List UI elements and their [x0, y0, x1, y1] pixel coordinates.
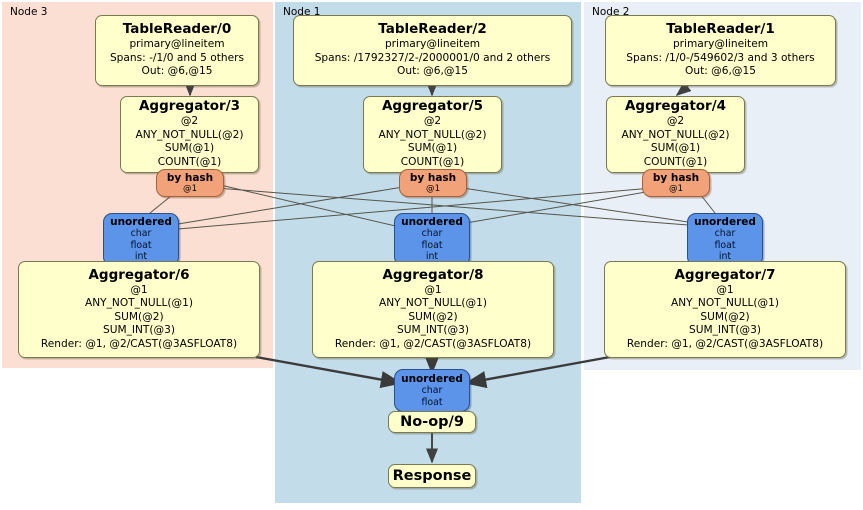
node-detail-line: ANY_NOT_NULL(@1): [378, 297, 488, 310]
node-detail-line: Render: @1, @2/CAST(@3ASFLOAT8): [40, 337, 238, 350]
node-detail-line: @1: [424, 283, 442, 296]
node-aggregator-4[interactable]: Aggregator/4 @2 ANY_NOT_NULL(@2) SUM(@1)…: [606, 96, 745, 173]
node-no-op-9[interactable]: No-op/9: [388, 411, 476, 433]
node-title: TableReader/1: [666, 21, 775, 38]
node-title: No-op/9: [400, 413, 464, 430]
node-title: TableReader/0: [122, 21, 232, 38]
node-detail-line: SUM_INT(@3): [102, 324, 176, 337]
node-detail-line: Spans: /1/0-/549602/3 and 3 others: [626, 51, 815, 64]
node-detail-line: float: [130, 239, 152, 251]
node-detail-line: Spans: -/1/0 and 5 others: [109, 51, 245, 64]
node-detail-line: Out: @6,@15: [141, 65, 213, 78]
node-detail-line: ANY_NOT_NULL(@2): [378, 128, 487, 141]
node-aggregator-6[interactable]: Aggregator/6 @1 ANY_NOT_NULL(@1) SUM(@2)…: [18, 261, 260, 358]
node-title: unordered: [694, 215, 756, 228]
node-title: TableReader/2: [378, 21, 487, 38]
node-detail-line: SUM_INT(@3): [688, 324, 762, 337]
node-aggregator-8[interactable]: Aggregator/8 @1 ANY_NOT_NULL(@1) SUM(@2)…: [312, 261, 554, 358]
node-detail-line: @2: [423, 115, 442, 128]
node-detail-line: @1: [716, 283, 734, 296]
node-detail-line: primary@lineitem: [672, 38, 769, 51]
node-router-by-hash-right[interactable]: by hash @1: [642, 169, 710, 197]
node-detail-line: float: [714, 239, 736, 251]
node-detail-line: ANY_NOT_NULL(@2): [135, 128, 244, 141]
panel-node-3-label: Node 3: [10, 6, 48, 18]
node-detail-line: Render: @1, @2/CAST(@3ASFLOAT8): [626, 337, 824, 350]
node-detail-line: int: [425, 251, 439, 263]
node-router-by-hash-center[interactable]: by hash @1: [399, 169, 467, 197]
node-detail-line: @2: [180, 115, 199, 128]
node-detail-line: SUM(@1): [164, 142, 215, 155]
node-tablereader-1[interactable]: TableReader/1 primary@lineitem Spans: /1…: [605, 15, 836, 86]
node-detail-line: int: [718, 251, 732, 263]
node-tablereader-2[interactable]: TableReader/2 primary@lineitem Spans: /1…: [293, 15, 572, 86]
node-detail-line: SUM(@2): [700, 310, 750, 323]
node-detail-line: SUM_INT(@3): [396, 324, 470, 337]
node-detail-line: float: [421, 239, 443, 251]
node-title: Aggregator/5: [381, 98, 484, 115]
node-synchronizer-unordered-left[interactable]: unordered char float int: [103, 213, 179, 266]
node-detail-line: char: [421, 227, 443, 239]
node-detail-line: SUM(@2): [408, 310, 458, 323]
node-router-by-hash-left[interactable]: by hash @1: [156, 169, 224, 197]
node-detail-line: char: [130, 227, 152, 239]
node-detail-line: primary@lineitem: [384, 38, 481, 51]
node-detail-line: float: [421, 396, 443, 408]
node-detail-line: SUM(@1): [407, 142, 458, 155]
node-detail-line: int: [134, 251, 148, 263]
node-title: unordered: [401, 215, 463, 228]
node-title: by hash: [409, 171, 457, 184]
node-detail-line: ANY_NOT_NULL(@1): [670, 297, 780, 310]
node-detail-line: ANY_NOT_NULL(@2): [621, 128, 730, 141]
node-title: unordered: [110, 215, 172, 228]
node-title: Aggregator/6: [88, 266, 190, 283]
node-title: by hash: [166, 171, 214, 184]
node-response[interactable]: Response: [388, 464, 476, 488]
node-detail-line: Spans: /1792327/2-/2000001/0 and 2 other…: [314, 51, 551, 64]
node-synchronizer-unordered-right[interactable]: unordered char float int: [687, 213, 763, 266]
node-detail-line: Out: @6,@15: [397, 65, 468, 78]
node-detail-line: COUNT(@1): [400, 156, 465, 168]
node-synchronizer-unordered-final[interactable]: unordered char float: [394, 369, 470, 412]
node-detail-line: @1: [130, 283, 148, 296]
node-title: Response: [392, 467, 472, 484]
node-tablereader-0[interactable]: TableReader/0 primary@lineitem Spans: -/…: [95, 15, 259, 86]
node-aggregator-7[interactable]: Aggregator/7 @1 ANY_NOT_NULL(@1) SUM(@2)…: [604, 261, 846, 358]
node-detail-line: Out: @6,@15: [685, 65, 756, 78]
node-detail-line: @1: [182, 183, 198, 194]
node-detail-line: char: [421, 384, 443, 396]
node-title: Aggregator/4: [624, 98, 727, 115]
node-detail-line: COUNT(@1): [157, 156, 222, 168]
node-detail-line: @1: [425, 183, 441, 194]
node-title: unordered: [401, 372, 463, 385]
node-detail-line: SUM(@2): [114, 310, 164, 323]
node-detail-line: SUM(@1): [650, 142, 701, 155]
node-detail-line: @1: [668, 183, 684, 194]
node-title: by hash: [652, 171, 700, 184]
node-aggregator-3[interactable]: Aggregator/3 @2 ANY_NOT_NULL(@2) SUM(@1)…: [120, 96, 259, 173]
node-detail-line: char: [714, 227, 736, 239]
node-aggregator-5[interactable]: Aggregator/5 @2 ANY_NOT_NULL(@2) SUM(@1)…: [363, 96, 502, 173]
node-title: Aggregator/3: [138, 98, 241, 115]
node-detail-line: @2: [666, 115, 685, 128]
node-synchronizer-unordered-center[interactable]: unordered char float int: [394, 213, 470, 266]
node-title: Aggregator/7: [674, 266, 776, 283]
node-detail-line: primary@lineitem: [129, 38, 225, 51]
node-detail-line: COUNT(@1): [643, 156, 708, 168]
node-title: Aggregator/8: [382, 266, 484, 283]
node-detail-line: Render: @1, @2/CAST(@3ASFLOAT8): [334, 337, 532, 350]
node-detail-line: ANY_NOT_NULL(@1): [84, 297, 194, 310]
